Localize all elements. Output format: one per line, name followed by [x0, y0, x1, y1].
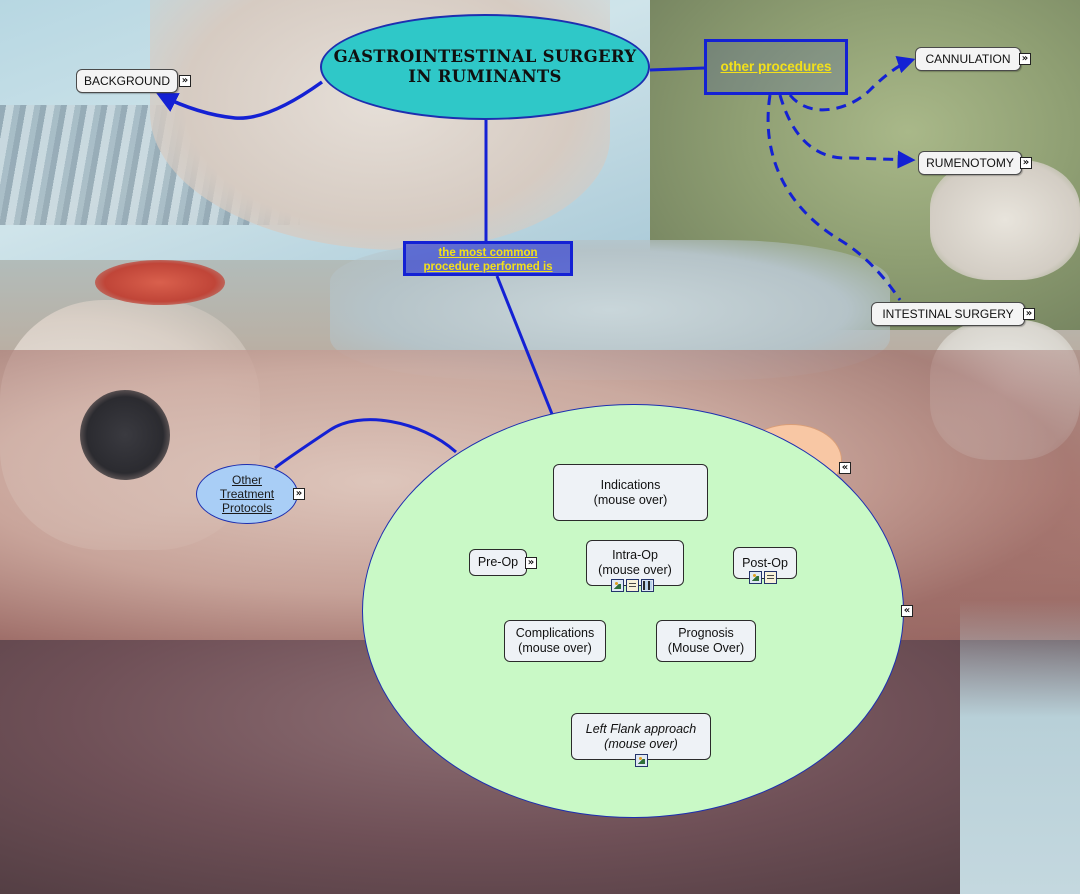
prognosis-line2: (Mouse Over) — [667, 641, 745, 655]
most-common-procedure-link-label[interactable]: the most common procedure performed is — [403, 241, 573, 276]
complications-line1: Complications — [515, 626, 595, 640]
video-resource-icon[interactable] — [641, 579, 654, 592]
cannulation-node[interactable]: CANNULATION — [915, 47, 1021, 71]
document-resource-icon[interactable] — [626, 579, 639, 592]
indications-line2: (mouse over) — [593, 492, 668, 507]
image-resource-icon[interactable] — [611, 579, 624, 592]
other-procedures-link-label[interactable]: other procedures — [704, 39, 848, 95]
rumenotomy-node[interactable]: RUMENOTOMY — [918, 151, 1022, 175]
background-node[interactable]: BACKGROUND — [76, 69, 178, 93]
other-treatment-line2: Treatment — [219, 487, 275, 501]
link-title-to-background — [156, 80, 324, 120]
intestinal-surgery-label: INTESTINAL SURGERY — [882, 307, 1014, 321]
link-circle-to-other-treatment — [274, 418, 457, 470]
dark-tissue — [80, 390, 170, 480]
expand-arrow-icon[interactable]: » — [1020, 157, 1032, 169]
link-common-label-to-circle — [495, 275, 554, 415]
indications-node[interactable]: Indications (mouse over) — [553, 464, 708, 521]
common-label-line2: procedure performed is — [423, 261, 553, 273]
left-flank-resources — [634, 754, 649, 767]
image-resource-icon[interactable] — [635, 754, 648, 767]
left-flank-approach-node[interactable]: Left Flank approach (mouse over) — [571, 713, 711, 760]
other-treatment-protocols-node[interactable]: Other Treatment Protocols — [196, 464, 298, 524]
prognosis-node[interactable]: Prognosis (Mouse Over) — [656, 620, 756, 662]
complications-line2: (mouse over) — [518, 641, 592, 655]
background-label: BACKGROUND — [83, 74, 170, 88]
link-title-to-other-procedures — [649, 66, 705, 72]
blood-spot — [95, 260, 225, 305]
image-resource-icon[interactable] — [749, 571, 762, 584]
common-label-line1: the most common — [438, 247, 538, 259]
intra-op-resources — [610, 579, 655, 592]
complications-node[interactable]: Complications (mouse over) — [504, 620, 606, 662]
link-other-procedures-to-cannulation — [788, 56, 916, 112]
other-treatment-line3: Protocols — [221, 501, 273, 515]
expand-arrow-icon[interactable]: » — [525, 557, 537, 569]
expand-arrow-icon[interactable]: » — [1019, 53, 1031, 65]
main-topic-line1: GASTROINTESTINAL SURGERY — [333, 47, 637, 66]
indications-line1: Indications — [600, 477, 661, 492]
collapse-arrow-icon[interactable]: « — [839, 462, 851, 474]
expand-arrow-icon[interactable]: » — [1023, 308, 1035, 320]
rumenotomy-label: RUMENOTOMY — [926, 156, 1014, 170]
link-other-procedures-to-rumenotomy — [778, 94, 916, 169]
prognosis-line1: Prognosis — [678, 626, 734, 640]
pre-op-node[interactable]: Pre-Op — [469, 549, 527, 576]
post-op-label: Post-Op — [742, 555, 788, 570]
left-flank-line2: (mouse over) — [604, 736, 678, 751]
main-topic-line2: IN RUMINANTS — [408, 67, 562, 86]
link-other-procedures-to-intestinal — [766, 94, 902, 301]
other-treatment-line1: Other — [231, 473, 262, 487]
intra-op-line1: Intra-Op — [612, 548, 658, 562]
other-procedures-text: other procedures — [720, 59, 832, 74]
collapse-arrow-icon[interactable]: « — [901, 605, 913, 617]
drape-bottom-right — [960, 600, 1080, 894]
main-topic-node[interactable]: GASTROINTESTINAL SURGERY IN RUMINANTS — [320, 14, 650, 120]
expand-arrow-icon[interactable]: » — [293, 488, 305, 500]
post-op-resources — [748, 571, 778, 584]
left-flank-line1: Left Flank approach — [585, 721, 697, 736]
expand-arrow-icon[interactable]: » — [179, 75, 191, 87]
pre-op-label: Pre-Op — [477, 555, 519, 569]
cannulation-label: CANNULATION — [925, 52, 1011, 66]
document-resource-icon[interactable] — [764, 571, 777, 584]
intra-op-line2: (mouse over) — [598, 563, 672, 577]
intestinal-surgery-node[interactable]: INTESTINAL SURGERY — [871, 302, 1025, 326]
gloved-hand-right — [930, 160, 1080, 280]
